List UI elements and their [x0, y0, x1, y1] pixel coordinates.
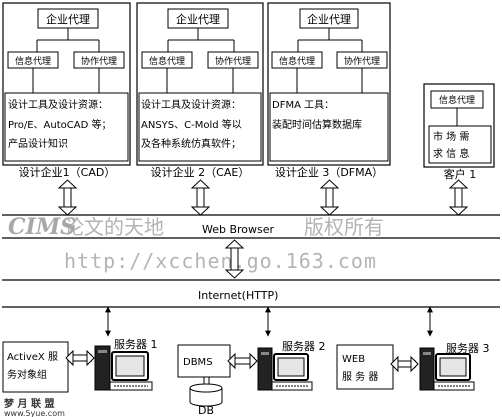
resources-line-3: 产品设计知识 — [8, 137, 68, 150]
collab-agent-label: 协作代理 — [215, 55, 251, 67]
company-caption: 设计企业 3（DFMA） — [275, 165, 383, 179]
watermark-layer: CIMS 论文的天地 版权所有 http://xcchen.go.163.com — [8, 214, 384, 273]
customer-1: 信息代理 市 场 需 求 信 息 客户 1 — [423, 83, 495, 181]
company-caption: 设计企业 2（CAE） — [151, 165, 250, 179]
watermark-brand: 梦 月 联 盟 — [4, 397, 54, 410]
computer-icon — [94, 345, 153, 391]
server-label: 服务器 2 — [282, 340, 326, 353]
customer-info-agent-label: 信息代理 — [439, 94, 475, 106]
watermark-title: 论文的天地 — [64, 215, 164, 239]
web-browser-band: Web Browser — [2, 214, 500, 239]
resources-box — [4, 92, 129, 162]
company-3: 企业代理 信息代理 协作代理 DFMA 工具： 装配时间估算数据库 设计企业 3… — [267, 2, 391, 179]
dbms-box — [177, 344, 231, 378]
collab-agent-label: 协作代理 — [344, 55, 380, 67]
resources-box — [138, 92, 262, 162]
info-agent-label: 信息代理 — [149, 55, 185, 67]
web-server-line-1: WEB — [342, 354, 365, 365]
server-label: 服务器 1 — [114, 338, 158, 351]
info-agent-label: 信息代理 — [15, 55, 51, 67]
enterprise-agent-label: 企业代理 — [46, 12, 90, 26]
info-agent-label: 信息代理 — [279, 55, 315, 67]
server-1-group: ActiveX 服 务对象组 服务器 1 — [2, 338, 158, 393]
collab-agent-label: 协作代理 — [81, 55, 117, 67]
internet-label: Internet(HTTP) — [198, 289, 278, 302]
customer-caption: 客户 1 — [444, 167, 477, 181]
resources-box — [269, 92, 389, 162]
market-demand-line-2: 求 信 息 — [433, 147, 469, 160]
activex-box — [2, 341, 69, 393]
company-3-frame — [267, 2, 391, 166]
bottom-watermarks: 梦 月 联 盟 www.5yue.com — [4, 397, 65, 417]
server-2-group: DBMS DB 服务器 2 — [177, 340, 326, 417]
activex-line-2: 务对象组 — [7, 368, 47, 381]
watermark-rights: 版权所有 — [304, 215, 384, 239]
market-demand-line-1: 市 场 需 — [433, 130, 469, 143]
enterprise-agent-label: 企业代理 — [176, 12, 220, 26]
watermark-site: www.5yue.com — [4, 409, 65, 417]
activex-line-1: ActiveX 服 — [7, 351, 58, 363]
internet-band: Internet(HTTP) — [2, 279, 500, 308]
resources-line-1: 设计工具及设计资源： — [8, 98, 108, 111]
upper-double-arrows — [57, 179, 469, 279]
company-caption: 设计企业1（CAD） — [19, 165, 116, 179]
server-link-arrows — [105, 306, 433, 337]
server-3-group: WEB 服 务 器 服务器 3 — [336, 342, 490, 391]
resources-line-2: 装配时间估算数据库 — [272, 118, 362, 131]
computer-icon — [419, 347, 475, 391]
resources-line-1: DFMA 工具： — [272, 99, 334, 111]
watermark-cims: CIMS — [8, 214, 76, 240]
server-label: 服务器 3 — [446, 342, 490, 355]
company-1: 企业代理 信息代理 协作代理 设计工具及设计资源： Pro/E、AutoCAD … — [2, 2, 131, 179]
resources-line-1: 设计工具及设计资源： — [141, 98, 241, 111]
customer-frame — [423, 83, 495, 168]
database-icon — [189, 383, 223, 407]
web-browser-label: Web Browser — [202, 223, 275, 236]
db-label: DB — [198, 404, 214, 417]
market-demand-box — [428, 125, 492, 164]
resources-line-2: ANSYS、C-Mold 等以 — [141, 118, 242, 131]
computer-icon — [257, 347, 313, 391]
company-2: 企业代理 信息代理 协作代理 设计工具及设计资源： ANSYS、C-Mold 等… — [136, 2, 264, 179]
enterprise-agent-label: 企业代理 — [307, 12, 351, 26]
resources-line-2: Pro/E、AutoCAD 等； — [8, 118, 111, 131]
company-1-frame — [2, 2, 131, 166]
dbms-label: DBMS — [183, 357, 213, 368]
watermark-url: http://xcchen.go.163.com — [64, 249, 377, 273]
web-server-line-2: 服 务 器 — [342, 370, 378, 383]
resources-line-3: 及各种系统仿真软件； — [141, 137, 241, 150]
company-2-frame — [136, 2, 264, 166]
